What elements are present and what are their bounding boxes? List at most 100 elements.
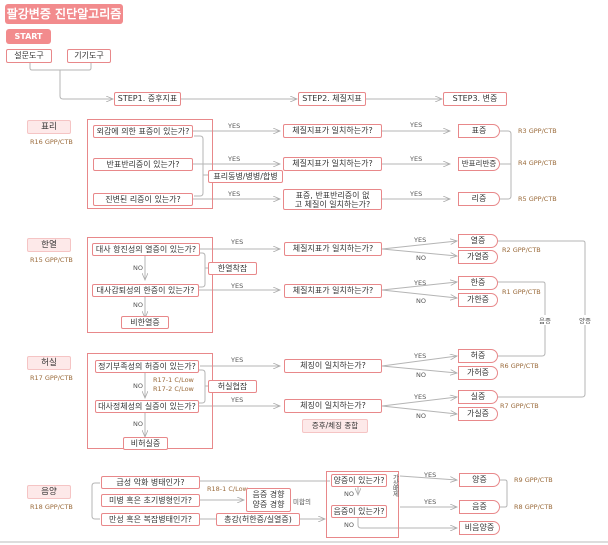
tendency-eum: 음증 경향 <box>252 490 285 499</box>
check-heosil-1: 체징이 일치하는가? <box>284 359 382 373</box>
step2-box: STEP2. 체질지표 <box>298 92 366 106</box>
diagram-title: 팔강변증 진단알고리즘 <box>5 4 123 24</box>
step3-box: STEP3. 변증 <box>443 92 507 106</box>
check-heosil-2: 체징이 일치하는가? <box>284 399 382 413</box>
question-pyo: 외감에 의한 표증이 있는가? <box>93 125 193 138</box>
no-label: NO <box>133 264 143 272</box>
yes-label: YES <box>228 190 241 198</box>
ref-r18-1: R18-1 C/Low <box>207 485 248 493</box>
none-hanyeol: 비한열증 <box>121 316 169 329</box>
ref-r7: R7 GPP/CTB <box>500 402 539 410</box>
side-label-yangjeung: 양증 <box>579 315 591 325</box>
ref-r17-2: R17-2 C/Low <box>153 385 194 393</box>
ref-r3: R3 GPP/CTB <box>518 127 557 135</box>
group-box-hanyeol <box>87 237 213 333</box>
question-early: 미병 혹은 초기병형인가? <box>101 494 200 507</box>
result-yangjeung: 양증 <box>459 473 500 487</box>
ref-r5: R5 GPP/CTB <box>518 195 557 203</box>
footer-divider <box>0 541 608 543</box>
ref-r17-1: R17-1 C/Low <box>153 376 194 384</box>
check-yang: 양증이 있는가? <box>331 474 387 487</box>
ref-r6: R6 GPP/CTB <box>500 362 539 370</box>
yes-label: YES <box>414 279 427 287</box>
yes-label: YES <box>414 393 427 401</box>
step1-box: STEP1. 증후지표 <box>114 92 181 106</box>
heosil-combined: 허실협잡 <box>208 380 257 393</box>
yes-label: YES <box>228 155 241 163</box>
question-chronic: 만성 혹은 복잡병태인가? <box>101 513 200 526</box>
group-box-eumyang <box>326 471 399 538</box>
total-box: 총강(허한증/실열증) <box>216 513 300 526</box>
ref-heosil: R17 GPP/CTB <box>30 374 73 382</box>
result-yeoljeung: 열증 <box>458 234 498 248</box>
result-eumjeung: 음증 <box>459 500 500 514</box>
ref-r2: R2 GPP/CTB <box>502 246 541 254</box>
category-pyori: 표리 <box>27 120 71 134</box>
no-label: NO <box>416 297 426 305</box>
question-banpyo: 반표반리증이 있는가? <box>93 158 193 171</box>
question-hanjeung: 대사감퇴성의 한증이 있는가? <box>92 284 199 297</box>
ref-hanyeol: R15 GPP/CTB <box>30 256 73 264</box>
synthesis-badge: 증후/체징 종합 <box>302 419 368 433</box>
no-label: NO <box>344 490 354 498</box>
category-hanyeol: 한열 <box>27 238 71 252</box>
start-badge: START <box>6 29 51 44</box>
ref-r9: R9 GPP/CTB <box>514 476 553 484</box>
check-pyori-2: 체질지표가 일치하는가? <box>283 157 382 171</box>
check-hanyeol-2: 체질치표가 일치하는가? <box>284 284 382 298</box>
yes-label: YES <box>410 121 423 129</box>
no-label: NO <box>416 254 426 262</box>
no-label: NO <box>344 521 354 529</box>
check-pyori-3: 표증, 반표반리증이 없고 체질이 일치하는가? <box>283 189 382 210</box>
input-device: 기기도구 <box>67 49 111 63</box>
check-pyori-1: 체질지표가 일치하는가? <box>283 124 382 138</box>
yes-label: YES <box>231 396 244 404</box>
pyori-combined: 표리동병/병병/합병 <box>208 170 283 183</box>
yes-label: YES <box>414 352 427 360</box>
none-heosil: 비허실증 <box>123 437 168 450</box>
tendency-box: 음증 경향 양증 경향 <box>246 488 291 512</box>
no-label: NO <box>416 412 426 420</box>
yes-label: YES <box>231 356 244 364</box>
tendency-note: 미합의 <box>293 498 311 506</box>
yes-label: YES <box>228 122 241 130</box>
no-label: NO <box>133 301 143 309</box>
question-yeoljeung: 대사 항진성의 열증이 있는가? <box>92 243 200 256</box>
ref-eumyang: R18 GPP/CTB <box>30 503 73 511</box>
category-heosil: 허실 <box>27 356 71 370</box>
input-survey: 설문도구 <box>6 49 52 63</box>
yes-label: YES <box>424 498 437 506</box>
ref-r1: R1 GPP/CTB <box>502 288 541 296</box>
yes-label: YES <box>410 155 423 163</box>
yes-label: YES <box>424 471 437 479</box>
question-ri: 진변된 리증이 있는가? <box>93 193 193 206</box>
check-eum: 음증이 있는가? <box>331 505 387 518</box>
side-label-eumjeung: 음증 <box>539 315 551 325</box>
exclusion-label: 가상배제 <box>391 474 399 496</box>
hanyeol-combined: 한열착잡 <box>208 262 257 275</box>
result-gahanjeung: 가한증 <box>458 293 498 307</box>
result-bieumyang: 비음양증 <box>459 521 500 535</box>
result-gasiljeung: 가실증 <box>458 407 498 421</box>
ref-pyori: R16 GPP/CTB <box>30 138 73 146</box>
no-label: NO <box>416 371 426 379</box>
result-hanjeung: 한증 <box>458 276 498 290</box>
yes-label: YES <box>414 236 427 244</box>
result-heojeung: 허증 <box>458 349 498 363</box>
tendency-yang: 양증 경향 <box>252 500 285 509</box>
question-siljeung: 대사정체성의 실증이 있는가? <box>95 400 199 413</box>
result-rijeung: 리증 <box>458 192 500 206</box>
check-hanyeol-1: 체질지표가 일치하는가? <box>284 242 382 256</box>
no-label: NO <box>133 420 143 428</box>
ref-r8: R8 GPP/CTB <box>514 503 553 511</box>
yes-label: YES <box>410 190 423 198</box>
question-heojeung: 정기부족성의 허증이 있는가? <box>95 360 199 373</box>
result-gaheojeung: 가허증 <box>458 366 498 380</box>
result-pyojeung: 표증 <box>458 124 500 138</box>
result-gayeoljeung: 가열증 <box>458 250 498 264</box>
yes-label: YES <box>231 282 244 290</box>
ref-r4: R4 GPP/CTB <box>518 159 557 167</box>
no-label: NO <box>133 382 143 390</box>
group-box-pyori <box>87 119 213 209</box>
result-banpyoribanjeung: 반표리반증 <box>458 157 500 171</box>
